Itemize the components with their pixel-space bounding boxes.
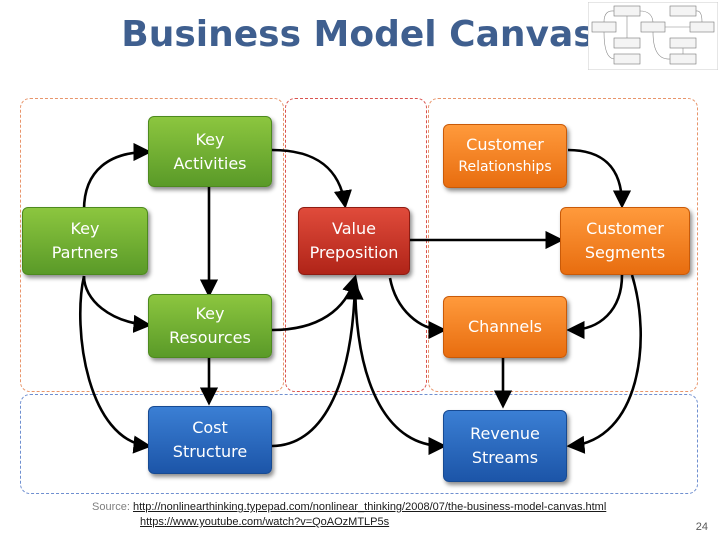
canvas-thumbnail-image	[588, 2, 718, 70]
customer-segments-box: Customer Segments	[560, 207, 690, 275]
key-activities-box: Key Activities	[148, 116, 272, 187]
customer-relationships-box: Customer Relationships	[443, 124, 567, 188]
source-link-typepad[interactable]: http://nonlinearthinking.typepad.com/non…	[132, 501, 607, 513]
page-number: 24	[695, 521, 708, 533]
cost-structure-box: Cost Structure	[148, 406, 272, 474]
region-left	[20, 98, 284, 392]
key-partners-box: Key Partners	[22, 207, 148, 275]
channels-box: Channels	[443, 296, 567, 358]
region-right	[428, 98, 698, 392]
revenue-streams-box: Revenue Streams	[443, 410, 567, 482]
slide-title: Business Model Canvas	[121, 14, 595, 55]
key-resources-box: Key Resources	[148, 294, 272, 358]
value-preposition-box: Value Preposition	[298, 207, 410, 275]
source-prefix: Source:	[92, 501, 130, 513]
source-link-youtube[interactable]: https://www.youtube.com/watch?v=QoAOzMTL…	[140, 516, 390, 528]
customer-relationships-line1: Customer	[466, 135, 544, 154]
region-bottom	[20, 394, 698, 494]
source-citation: Source: http://nonlinearthinking.typepad…	[92, 500, 606, 530]
customer-relationships-line2: Relationships	[458, 159, 552, 175]
